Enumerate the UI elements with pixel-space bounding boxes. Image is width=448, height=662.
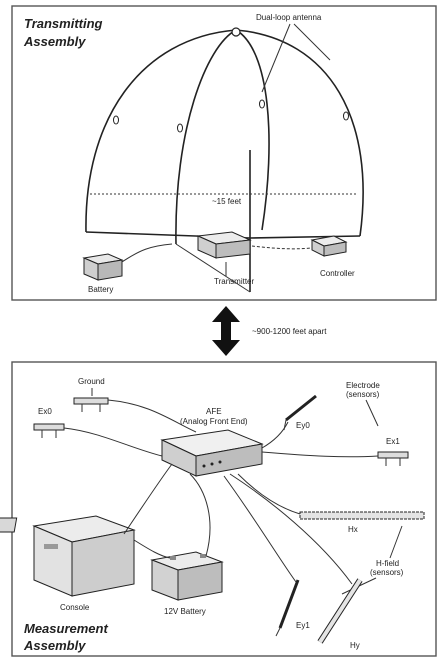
ey0-cable xyxy=(261,421,289,449)
ey1-electrode-icon xyxy=(275,579,300,637)
antenna-base-right xyxy=(249,235,361,239)
ey1-label: Ey1 xyxy=(296,621,310,630)
antenna-base-diagonal xyxy=(175,243,251,293)
battery-cable xyxy=(121,243,173,263)
hy-label: Hy xyxy=(350,641,360,650)
ex0-cable xyxy=(63,427,163,457)
ground-electrode-icon xyxy=(73,397,109,412)
antenna-pointer-line xyxy=(261,23,291,93)
console-cable xyxy=(123,463,173,535)
battery-label: Battery xyxy=(88,285,113,294)
electrode-label-line1: Electrode xyxy=(346,381,380,390)
transmitting-title: Transmitting Assembly xyxy=(23,16,103,49)
hx-cable xyxy=(237,473,301,515)
ex0-electrode-icon xyxy=(33,423,65,438)
separation-label: ~900-1200 feet apart xyxy=(252,327,327,336)
measurement-title-line2: Assembly xyxy=(23,638,86,653)
electrode-label-line2: (sensors) xyxy=(346,390,380,399)
dual-loop-antenna xyxy=(85,27,364,293)
measurement-title: Measurement Assembly xyxy=(23,621,108,653)
ey1-cable xyxy=(223,475,297,583)
ground-cable xyxy=(107,399,197,433)
battery-cable-1 xyxy=(133,539,171,559)
antenna-clip xyxy=(259,99,265,109)
measurement-panel xyxy=(11,361,437,657)
controller-icon xyxy=(310,235,348,257)
transmitting-title-line1: Transmitting xyxy=(24,16,103,31)
antenna-pointer-line xyxy=(293,23,331,61)
ex1-label: Ex1 xyxy=(386,437,400,446)
afe-label-line1: AFE xyxy=(206,407,222,416)
hx-label: Hx xyxy=(348,525,358,534)
antenna-clip xyxy=(343,111,349,121)
ex1-electrode-icon xyxy=(377,451,409,466)
ground-label: Ground xyxy=(78,377,105,386)
hfield-label-line1: H-field xyxy=(376,559,399,568)
console-label: Console xyxy=(60,603,90,612)
console-icon xyxy=(0,515,136,597)
hfield-pointer-hx xyxy=(389,525,403,559)
transmit-battery-icon xyxy=(82,253,124,281)
hy-sensor-icon xyxy=(317,578,363,644)
ey0-label: Ey0 xyxy=(296,421,310,430)
transmitter-label: Transmitter xyxy=(214,277,254,286)
battery-12v-label: 12V Battery xyxy=(164,607,206,616)
transmitting-title-line2: Assembly xyxy=(23,34,86,49)
antenna-top-joint xyxy=(231,27,241,37)
hy-cable xyxy=(229,473,353,585)
afe-box-icon xyxy=(160,429,264,477)
separation-arrow-icon xyxy=(212,306,240,356)
measurement-title-line1: Measurement xyxy=(24,621,108,636)
afe-label-line2: (Analog Front End) xyxy=(180,417,248,426)
antenna-clip xyxy=(113,115,119,125)
battery-cable-2 xyxy=(189,473,211,557)
ex0-label: Ex0 xyxy=(38,407,52,416)
controller-label: Controller xyxy=(320,269,355,278)
width-label: ~15 feet xyxy=(212,197,242,206)
ex1-cable xyxy=(261,451,379,458)
electrode-pointer xyxy=(365,399,379,427)
hx-sensor-icon xyxy=(299,511,425,520)
antenna-label: Dual-loop antenna xyxy=(256,13,322,22)
hfield-label-line2: (sensors) xyxy=(370,568,404,577)
antenna-clip xyxy=(177,123,183,133)
transmitter-icon xyxy=(196,231,252,259)
battery-12v-icon xyxy=(150,551,224,601)
